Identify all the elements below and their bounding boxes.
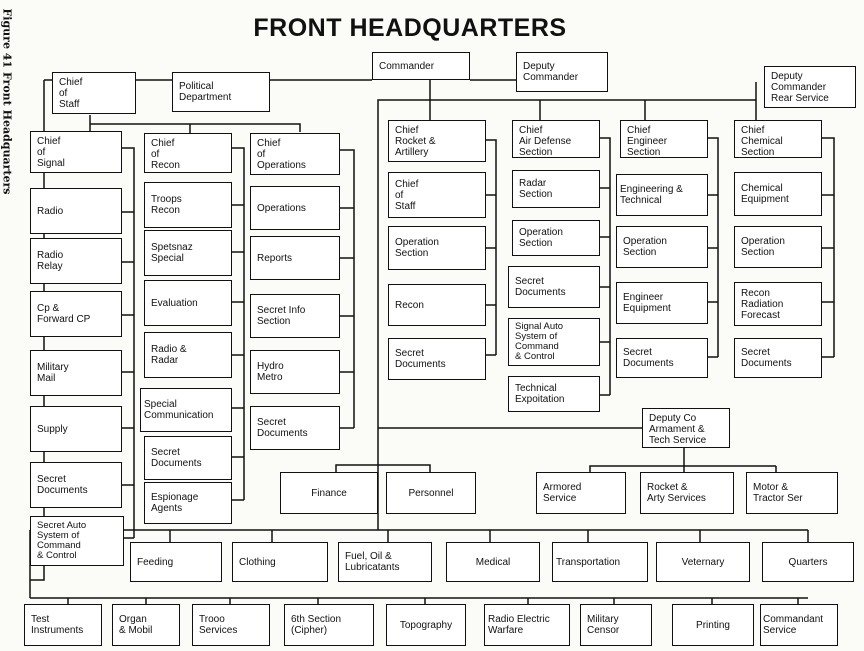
organ-mobil-box: Organ & Mobil — [112, 604, 180, 646]
signal-auto-system-box: Signal Auto System of Command & Control — [508, 318, 600, 366]
page-title: FRONT HEADQUARTERS — [253, 14, 567, 42]
chemical-secret-documents-box: Secret Documents — [734, 338, 822, 378]
troops-recon-box: Troops Recon — [144, 182, 232, 228]
clothing-box: Clothing — [232, 542, 328, 582]
evaluation-box: Evaluation — [144, 280, 232, 326]
medical-box: Medical — [446, 542, 540, 582]
rocket-secret-documents-box: Secret Documents — [388, 338, 486, 380]
radio-electric-warfare-box: Radio Electric Warfare — [484, 604, 570, 646]
deputy-commander-box: Deputy Commander — [516, 52, 608, 92]
secret-info-section-box: Secret Info Section — [250, 294, 340, 338]
rocket-operation-section-box: Operation Section — [388, 226, 486, 270]
rocket-chief-of-staff-box: Chief of Staff — [388, 172, 486, 218]
engineer-equipment-box: Engineer Equipment — [616, 282, 708, 324]
air-defense-operation-section-box: Operation Section — [512, 220, 600, 256]
chief-of-recon-box: Chief of Recon — [144, 133, 232, 173]
spetsnaz-special-box: Spetsnaz Special — [144, 230, 232, 276]
technical-exploitation-box: Technical Expoitation — [508, 376, 600, 412]
operations-secret-documents-box: Secret Documents — [250, 406, 340, 450]
chief-air-defense-box: Chief Air Defense Section — [512, 120, 600, 158]
chief-of-staff-box: Chief of Staff — [52, 72, 136, 114]
radio-box: Radio — [30, 188, 122, 234]
engineer-secret-documents-box: Secret Documents — [616, 338, 708, 378]
military-censor-box: Military Censor — [580, 604, 652, 646]
hydro-metro-box: Hydro Metro — [250, 350, 340, 394]
commandant-service-box: Commandant Service — [760, 604, 838, 646]
armored-service-box: Armored Service — [536, 472, 626, 514]
chief-of-operations-box: Chief of Operations — [250, 133, 340, 175]
chief-of-signal-box: Chief of Signal — [30, 131, 122, 173]
reports-box: Reports — [250, 236, 340, 280]
quarters-box: Quarters — [762, 542, 854, 582]
chemical-operation-section-box: Operation Section — [734, 226, 822, 268]
chemical-equipment-box: Chemical Equipment — [734, 172, 822, 216]
deputy-armament-tech-service-box: Deputy Co Armament & Tech Service — [642, 408, 730, 448]
transportation-box: Transportation — [552, 542, 648, 582]
commander-box: Commander — [372, 52, 470, 80]
rocket-recon-box: Recon — [388, 284, 486, 326]
finance-box: Finance — [280, 472, 378, 514]
test-instruments-box: Test Instruments — [24, 604, 102, 646]
sixth-section-cipher-box: 6th Section (Cipher) — [284, 604, 374, 646]
engineer-operation-section-box: Operation Section — [616, 226, 708, 268]
chief-rocket-artillery-box: Chief Rocket & Artillery — [388, 120, 486, 162]
chief-chemical-section-box: Chief Chemical Section — [734, 120, 822, 158]
recon-secret-documents-box: Secret Documents — [144, 436, 232, 480]
political-department-box: Political Department — [172, 72, 270, 112]
veterinary-box: Veternary — [656, 542, 750, 582]
operations-box: Operations — [250, 186, 340, 230]
topography-box: Topography — [386, 604, 466, 646]
cp-forward-cp-box: Cp & Forward CP — [30, 291, 122, 337]
radio-relay-box: Radio Relay — [30, 238, 122, 284]
personnel-box: Personnel — [386, 472, 476, 514]
troop-services-box: Trooo Services — [192, 604, 270, 646]
figure-caption: Figure 41 Front Headquarters — [0, 8, 14, 195]
special-communication-box: Special Communication — [140, 388, 232, 432]
rocket-arty-services-box: Rocket & Arty Services — [640, 472, 734, 514]
chief-engineer-section-box: Chief Engineer Section — [620, 120, 708, 158]
air-defense-secret-documents-box: Secret Documents — [508, 266, 600, 308]
deputy-commander-rear-service-box: Deputy Commander Rear Service — [764, 66, 856, 108]
feeding-box: Feeding — [130, 542, 222, 582]
radar-section-box: Radar Section — [512, 170, 600, 208]
engineering-technical-box: Engineering & Technical — [616, 174, 708, 216]
secret-auto-system-box: Secret Auto System of Command & Control — [30, 516, 124, 566]
espionage-agents-box: Espionage Agents — [144, 482, 232, 524]
recon-radiation-forecast-box: Recon Radiation Forecast — [734, 282, 822, 326]
fuel-oil-lubricants-box: Fuel, Oil & Lubricatants — [338, 542, 432, 582]
military-mail-box: Military Mail — [30, 350, 122, 396]
supply-box: Supply — [30, 406, 122, 452]
printing-box: Printing — [672, 604, 754, 646]
radio-radar-box: Radio & Radar — [144, 332, 232, 378]
motor-tractor-service-box: Motor & Tractor Ser — [746, 472, 838, 514]
signal-secret-documents-box: Secret Documents — [30, 462, 122, 508]
